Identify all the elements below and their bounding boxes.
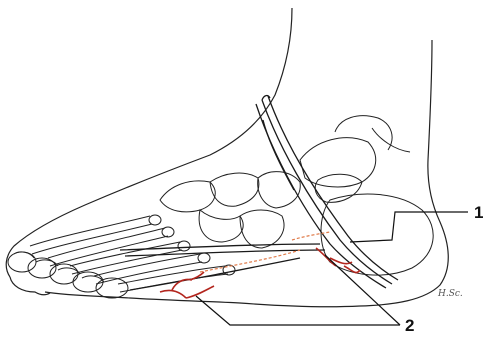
callout-label-1: 1 xyxy=(474,203,483,222)
callout-label-2: 2 xyxy=(405,316,414,335)
artist-signature: H.Sc. xyxy=(437,289,463,299)
skin-outline xyxy=(6,8,448,307)
tarsal-bones xyxy=(160,116,433,275)
